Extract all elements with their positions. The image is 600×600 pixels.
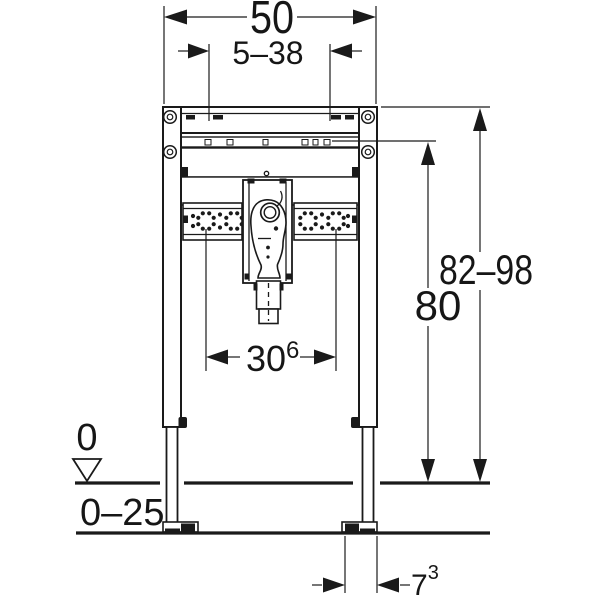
arrow-down-icon xyxy=(473,459,487,482)
floor-buildup-label: 0–25 xyxy=(80,492,165,534)
perforated-plate-right xyxy=(293,202,358,241)
leg-clamp-left xyxy=(178,417,187,428)
leg-clamp-right xyxy=(351,417,360,428)
arrow-left-icon xyxy=(377,577,399,593)
mounting-frame xyxy=(162,106,378,533)
trap-width-superscript: 6 xyxy=(286,337,299,364)
upper-crossmember xyxy=(180,147,360,178)
perforated-plate-left xyxy=(182,202,243,241)
trap-width-label: 306 xyxy=(246,337,299,379)
dimension-foot-depth: 73 xyxy=(312,536,439,600)
arrow-up-icon xyxy=(473,108,487,131)
dimension-frame-width: 50 xyxy=(163,0,377,104)
arrow-right-icon xyxy=(314,349,336,365)
arrow-right-icon xyxy=(188,43,209,59)
trap-width-value: 30 xyxy=(246,338,286,379)
installation-height-label: 82–98 xyxy=(439,246,533,293)
top-crossbar xyxy=(180,106,360,134)
arrow-right-icon xyxy=(353,9,376,25)
arrow-right-icon xyxy=(323,577,345,593)
foot-depth-superscript: 3 xyxy=(428,562,439,584)
frame-leg-left xyxy=(162,106,187,529)
dimension-fixing-bolt-range: 5–38 xyxy=(178,35,362,121)
mounting-rail xyxy=(180,136,360,148)
dimension-trap-width: 306 xyxy=(205,229,337,379)
foot-left xyxy=(162,521,199,533)
zero-level-marker xyxy=(71,458,103,483)
floor-levels: 0 0–25 xyxy=(71,417,490,535)
dimension-installation-height: 82–98 xyxy=(381,106,533,482)
arrow-down-icon xyxy=(421,459,435,482)
foot-depth-label: 73 xyxy=(411,562,439,600)
arrow-left-icon xyxy=(206,349,228,365)
dimension-rail-height: 80 xyxy=(332,140,462,482)
fixing-bolt-range-label: 5–38 xyxy=(232,35,303,71)
arrow-left-icon xyxy=(164,9,187,25)
arrow-left-icon xyxy=(330,43,352,59)
foot-depth-value: 7 xyxy=(411,569,428,600)
arrow-up-icon xyxy=(421,142,435,165)
zero-level-label: 0 xyxy=(76,417,97,459)
trap-outlet-pipe xyxy=(253,280,284,325)
frame-width-label: 50 xyxy=(250,0,294,43)
foot-right xyxy=(341,521,378,533)
trap-lever xyxy=(276,190,283,207)
rail-height-label: 80 xyxy=(415,282,462,329)
drain-trap xyxy=(242,178,293,325)
